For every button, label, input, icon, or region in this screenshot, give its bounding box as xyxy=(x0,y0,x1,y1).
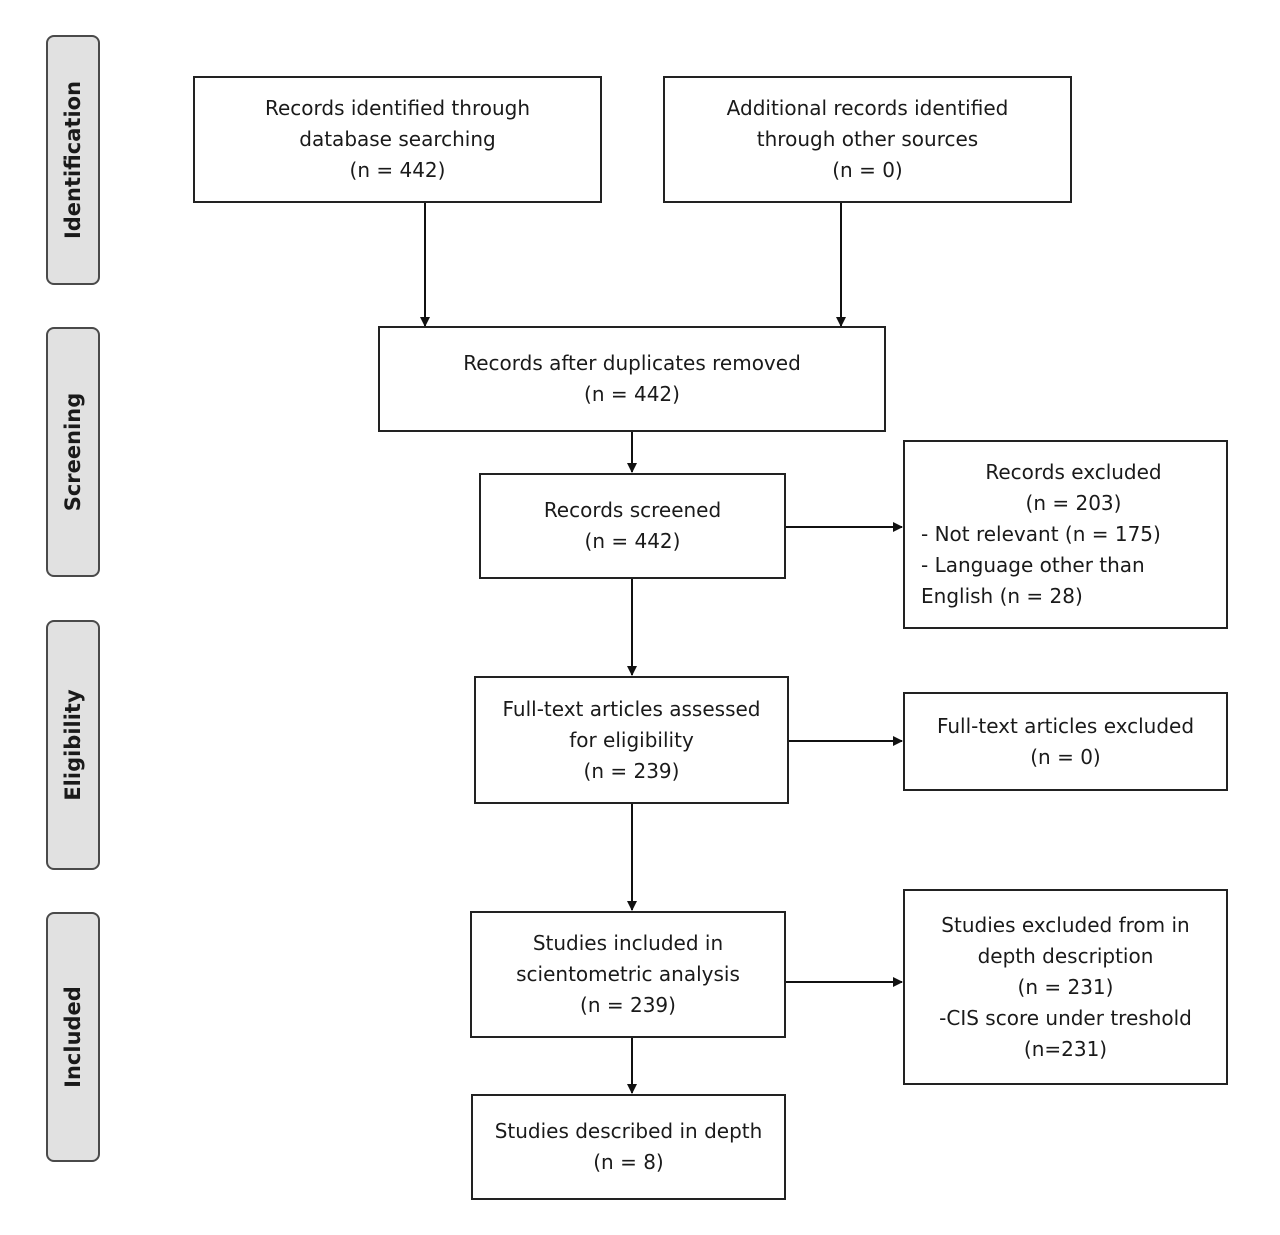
box-fulltext-assessed-line1: Full-text articles assessed xyxy=(502,696,761,721)
box-records-excluded-title: Records excluded xyxy=(985,460,1162,484)
box-described-in-depth-line1: Studies described in depth xyxy=(494,1119,763,1143)
box-fulltext-excluded-count: (n = 0) xyxy=(1030,744,1101,769)
box-fulltext-assessed-line2: for eligibility xyxy=(569,727,694,752)
box-scientometric-line2: scientometric analysis xyxy=(516,962,740,986)
box-described-in-depth-count: (n = 8) xyxy=(593,1150,664,1174)
box-after-duplicates: Records after duplicates removed (n = 44… xyxy=(378,326,886,432)
box-studies-excluded: Studies excluded from in depth descripti… xyxy=(903,889,1228,1085)
box-records-screened-count: (n = 442) xyxy=(584,529,681,553)
box-scientometric-line1: Studies included in xyxy=(532,931,724,955)
box-database-search-line1: Records identified through xyxy=(264,96,531,120)
box-other-sources-line2: through other sources xyxy=(756,127,979,151)
stage-included: Included xyxy=(46,912,100,1162)
box-records-excluded-language: - Language other than xyxy=(921,553,1145,577)
stage-screening: Screening xyxy=(46,327,100,577)
box-scientometric: Studies included in scientometric analys… xyxy=(470,911,786,1038)
box-database-search-line2: database searching xyxy=(299,127,496,151)
box-database-search-count: (n = 442) xyxy=(349,158,446,182)
box-studies-excluded-reason: -CIS score under treshold xyxy=(939,1005,1192,1030)
box-records-excluded-english: English (n = 28) xyxy=(921,584,1083,608)
box-other-sources-count: (n = 0) xyxy=(832,158,903,182)
box-fulltext-excluded: Full-text articles excluded (n = 0) xyxy=(903,692,1228,791)
box-records-excluded: Records excluded (n = 203) - Not relevan… xyxy=(903,440,1228,629)
box-studies-excluded-count: (n = 231) xyxy=(1017,974,1114,999)
box-after-duplicates-line1: Records after duplicates removed xyxy=(463,351,801,375)
box-described-in-depth: Studies described in depth (n = 8) xyxy=(471,1094,786,1200)
box-records-screened-line1: Records screened xyxy=(543,498,722,522)
stage-eligibility: Eligibility xyxy=(46,620,100,870)
box-records-screened: Records screened (n = 442) xyxy=(479,473,786,579)
box-studies-excluded-reason-count: (n=231) xyxy=(1023,1036,1108,1061)
box-studies-excluded-line2: depth description xyxy=(977,943,1154,968)
box-fulltext-assessed-count: (n = 239) xyxy=(583,758,680,783)
box-fulltext-assessed: Full-text articles assessed for eligibil… xyxy=(474,676,789,804)
stage-identification: Identification xyxy=(46,35,100,285)
box-database-search: Records identified through database sear… xyxy=(193,76,602,203)
box-scientometric-count: (n = 239) xyxy=(580,993,676,1017)
box-fulltext-excluded-line1: Full-text articles excluded xyxy=(936,713,1195,738)
box-other-sources: Additional records identified through ot… xyxy=(663,76,1072,203)
box-records-excluded-not-relevant: - Not relevant (n = 175) xyxy=(921,522,1161,546)
box-records-excluded-count: (n = 203) xyxy=(1025,491,1122,515)
box-after-duplicates-count: (n = 442) xyxy=(584,382,680,406)
box-other-sources-line1: Additional records identified xyxy=(726,96,1009,120)
box-studies-excluded-line1: Studies excluded from in xyxy=(941,912,1190,937)
